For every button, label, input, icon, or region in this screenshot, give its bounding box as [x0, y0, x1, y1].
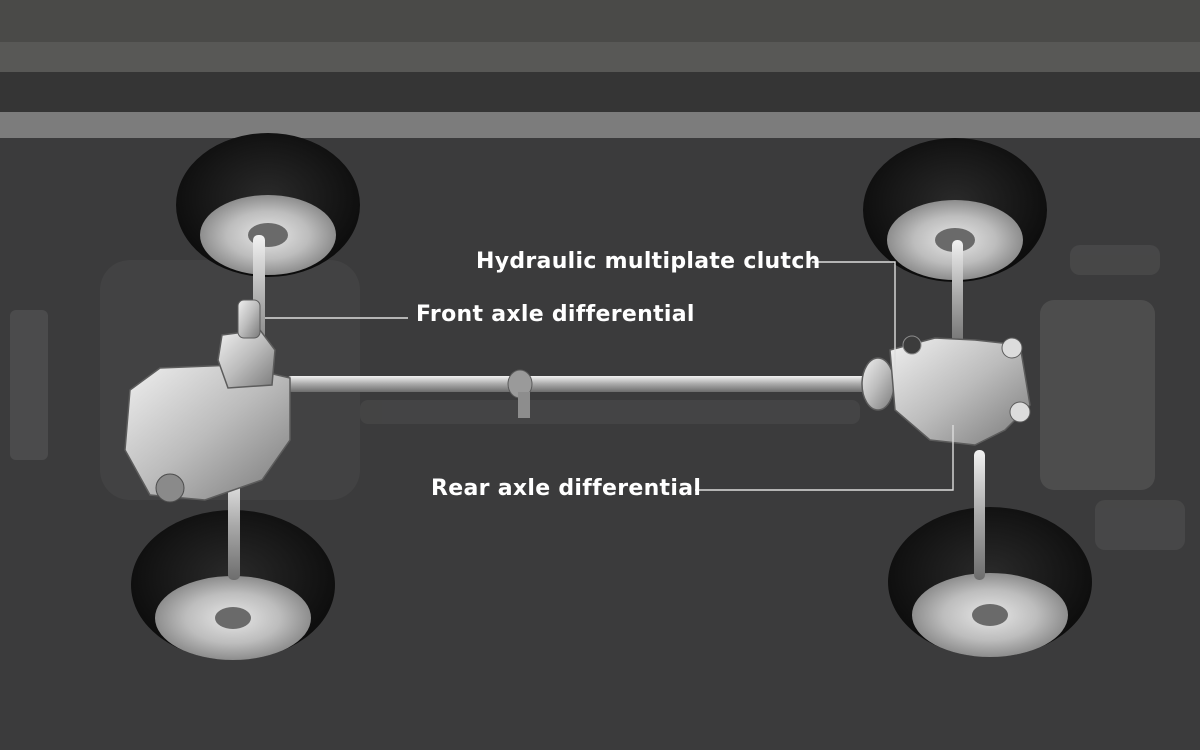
callout-labels: Hydraulic multiplate clutch Front axle d… — [416, 249, 821, 501]
rear-diff-leader — [695, 425, 954, 491]
exhaust-ghost — [360, 400, 860, 424]
hydraulic-clutch-leader — [812, 261, 896, 375]
hydraulic-clutch-unit — [861, 357, 895, 411]
rear-mount-upper — [1001, 337, 1023, 359]
gearbox-flange — [155, 473, 185, 503]
center-bearing-mount — [518, 392, 530, 418]
hub — [972, 604, 1008, 626]
rear-upper-halfshaft — [952, 240, 963, 350]
front-diff-output — [237, 299, 261, 339]
hydraulic-clutch-label: Hydraulic multiplate clutch — [476, 249, 821, 274]
hub — [935, 228, 975, 252]
muffler-ghost — [1095, 500, 1185, 550]
road-edge — [0, 72, 1200, 112]
rear-frame-ghost — [1070, 245, 1160, 275]
rear-right-wheel — [888, 507, 1092, 657]
leader-lines — [265, 261, 954, 491]
rear-diff-label: Rear axle differential — [431, 476, 701, 501]
prop-shaft-tube — [285, 376, 875, 392]
rear-mount-lower — [1009, 401, 1031, 423]
front-right-wheel — [863, 138, 1047, 282]
rear-left-wheel — [131, 510, 335, 660]
hub — [215, 607, 251, 629]
front-gearbox-assembly — [124, 299, 291, 503]
rear-differential-assembly — [861, 335, 1031, 446]
grass-strip — [0, 0, 1200, 42]
curb — [0, 42, 1200, 72]
road-marking-line — [0, 112, 1200, 138]
front-bumper-ghost — [10, 310, 48, 460]
fuel-tank-ghost — [1040, 300, 1155, 490]
rear-lower-halfshaft — [974, 450, 985, 580]
rear-mount-left — [902, 335, 922, 355]
front-lower-halfshaft — [228, 470, 240, 580]
front-diff-label: Front axle differential — [416, 302, 695, 327]
front-left-wheel — [176, 133, 360, 277]
transmission-housing — [124, 364, 291, 501]
propeller-shaft — [285, 369, 875, 418]
front-differential-housing — [217, 329, 276, 389]
